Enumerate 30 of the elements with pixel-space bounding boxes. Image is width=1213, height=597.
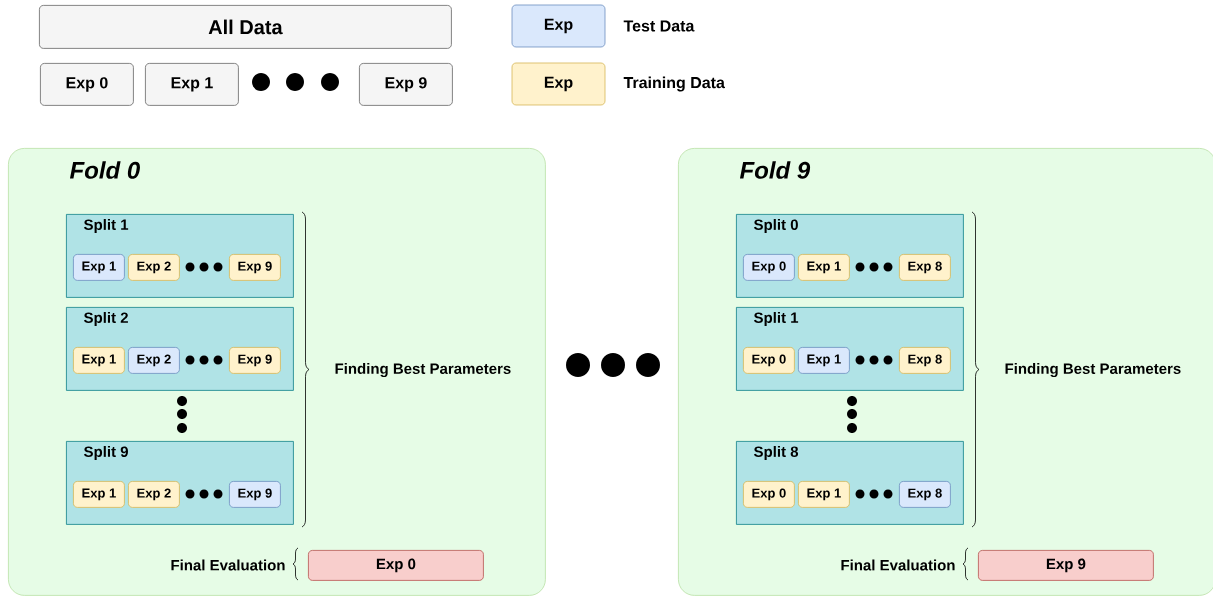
experiment-box: Exp 1: [73, 254, 125, 281]
experiment-box: Exp 0: [40, 63, 134, 106]
experiment-box: Exp 1: [73, 347, 125, 374]
experiment-box: Exp 0: [743, 481, 795, 508]
experiment-box: Exp 8: [899, 481, 951, 508]
experiment-box: Exp 9: [359, 63, 453, 106]
experiment-box: Exp 1: [798, 254, 850, 281]
evaluation-box: Exp 0: [308, 550, 484, 581]
experiment-box: Exp 0: [743, 347, 795, 374]
experiment-box: Exp 2: [128, 481, 180, 508]
data-box: All Data: [39, 5, 452, 49]
legend-label: Training Data: [623, 76, 725, 92]
experiment-box: Exp 2: [128, 347, 180, 374]
beside-label: Final Evaluation: [841, 559, 955, 571]
experiment-box: Exp 8: [899, 254, 951, 281]
experiment-box: Exp 9: [229, 254, 281, 281]
experiment-box: Exp 1: [145, 63, 239, 106]
legend-label: Test Data: [623, 20, 695, 32]
experiment-box: Exp 9: [229, 347, 281, 374]
experiment-box: Exp 8: [899, 347, 951, 374]
experiment-box: Exp 1: [798, 481, 850, 508]
experiment-box: Exp 0: [743, 254, 795, 281]
beside-label: Final Evaluation: [171, 559, 285, 571]
brace-label: Finding Best Parameters: [335, 362, 511, 377]
experiment-box: Exp 1: [798, 347, 850, 374]
experiment-box: Exp 1: [73, 481, 125, 508]
experiment-box: Exp 2: [128, 254, 180, 281]
experiment-box: Exp 9: [229, 481, 281, 508]
brace-label: Finding Best Parameters: [1005, 362, 1181, 377]
evaluation-box: Exp 9: [978, 550, 1154, 581]
